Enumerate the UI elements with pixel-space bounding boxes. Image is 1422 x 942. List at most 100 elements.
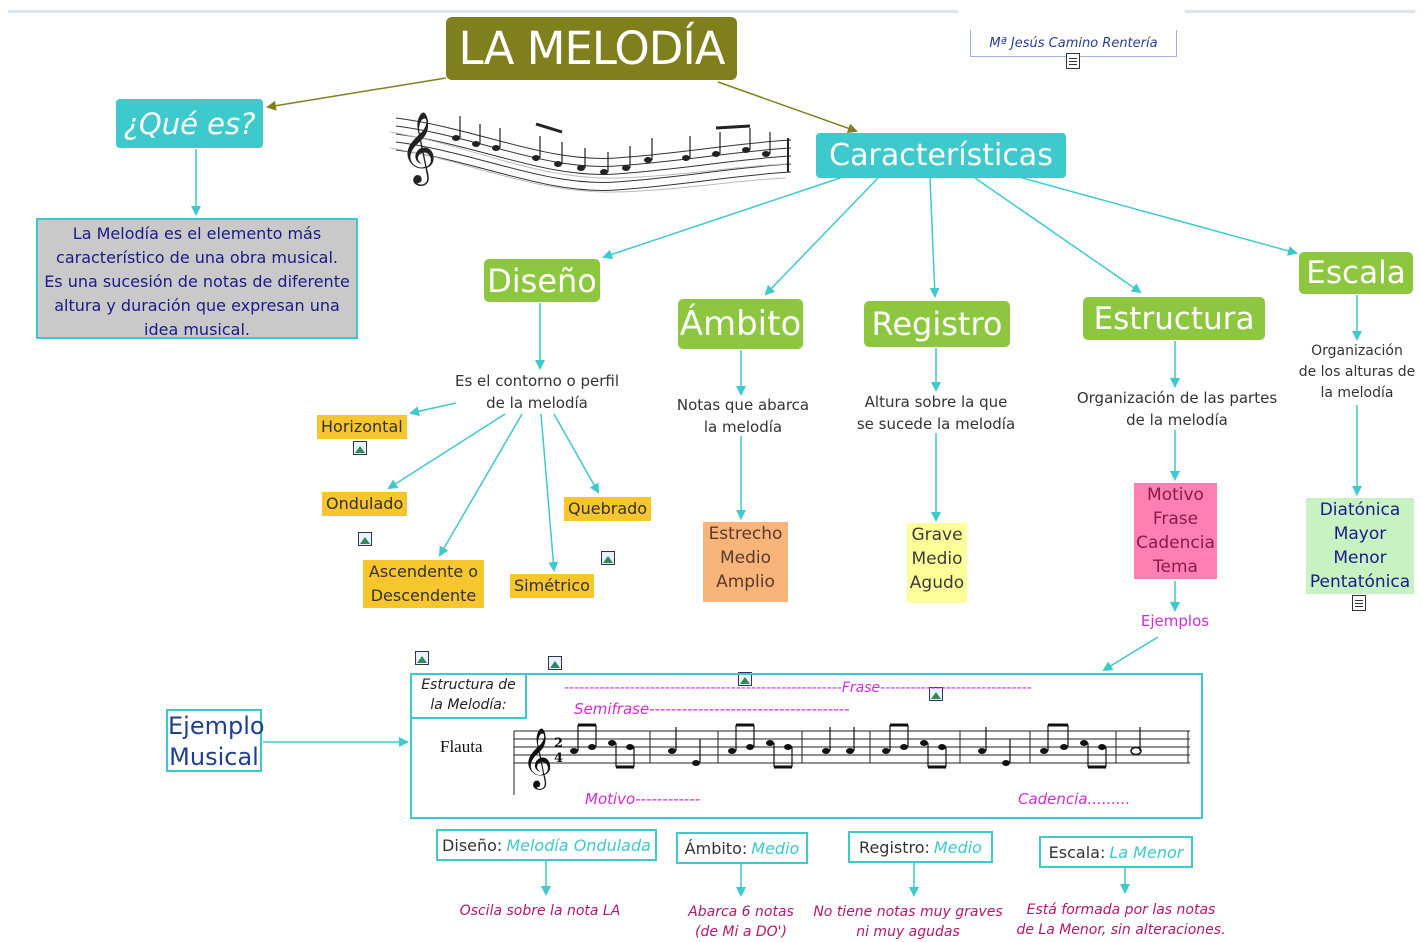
cadencia-label: Cadencia......... <box>1018 790 1131 808</box>
option-text: Pentatónica <box>1309 572 1411 592</box>
music-score: 𝄞 2 4 <box>513 723 1190 795</box>
option-text: Menor <box>1333 548 1387 568</box>
property-note: No tiene notas muy graves ni muy agudas <box>808 902 1008 942</box>
instrument-label: Flauta <box>440 737 483 756</box>
definition-line: altura y duración que expresan una <box>54 296 340 315</box>
top-rule-left <box>8 10 958 13</box>
escala-description: Organización de los alturas de la melodí… <box>1292 341 1422 404</box>
semifrase-label: Semifrase-------------------------------… <box>574 700 850 718</box>
registro-node: Registro <box>864 301 1010 347</box>
ejemplo-musical-node: Ejemplo Musical <box>166 709 265 772</box>
option-text: Motivo <box>1147 485 1204 505</box>
definition-line: idea musical. <box>144 320 250 339</box>
estructura-description: Organización de las partes de la melodía <box>1070 387 1284 431</box>
property-note: Oscila sobre la nota LA <box>450 901 630 921</box>
label-line: Musical <box>169 743 259 771</box>
document-icon[interactable] <box>1352 595 1366 611</box>
quebrado-label: Quebrado <box>564 497 652 521</box>
desc-line: Notas que abarca <box>676 396 810 414</box>
property-key: Escala: <box>1048 842 1106 862</box>
definition-line: característico de una obra musical. <box>56 248 338 267</box>
property-registro: Registro:Medio <box>848 831 993 863</box>
motivo-label: Motivo------------ <box>585 790 701 808</box>
label-line: Descendente <box>370 586 477 605</box>
ejemplos-label: Ejemplos <box>1140 612 1210 630</box>
registro-options: Grave Medio Agudo <box>907 523 967 603</box>
note-line: ni muy agudas <box>856 924 960 940</box>
diseno-node: Diseño <box>484 259 600 302</box>
option-text: Medio <box>719 548 772 568</box>
document-icon[interactable] <box>1066 53 1080 69</box>
ambito-node: Ámbito <box>678 299 803 349</box>
option-text: Frase <box>1152 509 1199 529</box>
image-icon[interactable] <box>929 687 943 701</box>
label-line: la Melodía: <box>430 697 507 713</box>
simetrico-label: Simétrico <box>510 574 594 598</box>
label-line: Ejemplo <box>168 712 265 740</box>
option-text: Tema <box>1153 557 1198 577</box>
image-icon[interactable] <box>415 651 429 665</box>
note-line: No tiene notas muy graves <box>813 904 1003 920</box>
desc-line: Es el contorno o perfil <box>454 372 620 390</box>
diseno-description: Es el contorno o perfil de la melodía <box>440 370 634 414</box>
image-icon[interactable] <box>738 672 752 686</box>
option-text: Grave <box>911 525 963 545</box>
note-line: Oscila sobre la nota LA <box>459 903 621 919</box>
definition-line: Es una sucesión de notas de diferente <box>44 272 350 291</box>
desc-line: de la melodía <box>1126 411 1228 429</box>
property-ambito: Ámbito:Medio <box>676 832 808 864</box>
desc-line: de la melodía <box>486 394 588 412</box>
option-text: Agudo <box>909 573 965 593</box>
escala-node: Escala <box>1299 252 1413 294</box>
desc-line: Organización <box>1311 343 1403 359</box>
option-text: Estrecho <box>708 524 783 544</box>
ambito-description: Notas que abarca la melodía <box>660 394 826 438</box>
property-key: Ámbito: <box>684 838 748 858</box>
time-signature-bottom: 4 <box>554 751 563 766</box>
frase-label: ----------------------------------------… <box>564 680 1032 696</box>
note-line: de La Menor, sin alteraciones. <box>1016 922 1226 938</box>
note-line: Está formada por las notas <box>1026 902 1216 918</box>
desc-line: la melodía <box>703 418 783 436</box>
svg-text:𝄞: 𝄞 <box>522 728 553 790</box>
option-text: Amplio <box>716 572 775 592</box>
main-title: LA MELODÍA <box>446 17 737 80</box>
top-rule-right <box>1185 10 1415 13</box>
structure-label: Estructura de la Melodía: <box>410 673 527 719</box>
option-text: Mayor <box>1333 524 1387 544</box>
label-line: Estructura de <box>421 677 516 693</box>
image-icon[interactable] <box>358 532 372 546</box>
svg-text:𝄞: 𝄞 <box>400 110 437 186</box>
caracteristicas-node: Características <box>816 133 1066 178</box>
image-icon[interactable] <box>548 656 562 670</box>
image-icon[interactable] <box>353 441 367 455</box>
estructura-node: Estructura <box>1083 297 1265 340</box>
note-line: (de Mi a DO') <box>695 924 787 940</box>
note-line: Abarca 6 notas <box>688 904 794 920</box>
property-value: Medio <box>933 837 982 857</box>
estructura-options: Motivo Frase Cadencia Tema <box>1134 483 1217 579</box>
desc-line: la melodía <box>1320 385 1394 401</box>
label-line: Ascendente o <box>368 562 479 581</box>
image-icon[interactable] <box>601 551 615 565</box>
property-diseno: Diseño:Melodía Ondulada <box>436 829 657 861</box>
desc-line: Altura sobre la que <box>864 393 1008 411</box>
ascendente-descendente-label: Ascendente o Descendente <box>363 560 484 608</box>
property-note: Abarca 6 notas (de Mi a DO') <box>666 902 816 942</box>
definition-line: La Melodía es el elemento más <box>72 224 322 243</box>
option-text: Diatónica <box>1319 500 1401 520</box>
ondulado-label: Ondulado <box>322 492 408 516</box>
property-value: Medio <box>751 838 800 858</box>
horizontal-label: Horizontal <box>317 415 407 439</box>
property-note: Está formada por las notas de La Menor, … <box>1010 900 1232 940</box>
musical-example-box <box>410 673 1203 819</box>
registro-description: Altura sobre la que se sucede la melodía <box>852 391 1020 435</box>
property-key: Diseño: <box>442 835 503 855</box>
desc-line: de los alturas de <box>1298 364 1416 380</box>
music-notes-illustration: 𝄞 <box>389 110 792 193</box>
property-value: La Menor <box>1109 842 1184 862</box>
desc-line: se sucede la melodía <box>856 415 1016 433</box>
escala-options: Diatónica Mayor Menor Pentatónica <box>1306 498 1414 594</box>
definition-box: La Melodía es el elemento más caracterís… <box>36 218 358 339</box>
